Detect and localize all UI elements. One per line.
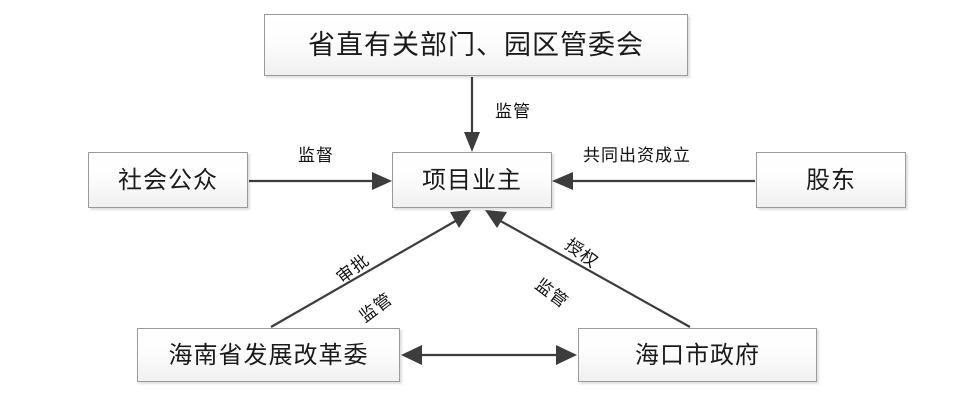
edge-label-top-to-owner: 监管 (495, 102, 531, 122)
edge-label-share-to-owner: 共同出资成立 (583, 146, 691, 166)
node-shareholders[interactable]: 股东 (756, 152, 906, 208)
edge-ndrc-gov (401, 345, 577, 365)
edge-ndrc-to-owner (270, 210, 471, 328)
node-public[interactable]: 社会公众 (88, 152, 248, 208)
node-haikou-government[interactable]: 海口市政府 (578, 328, 817, 382)
node-label: 项目业主 (422, 166, 522, 194)
node-label: 省直有关部门、园区管委会 (308, 29, 644, 61)
node-hainan-drc[interactable]: 海南省发展改革委 (137, 328, 400, 382)
node-label: 海口市政府 (635, 341, 760, 369)
node-label: 股东 (806, 166, 856, 194)
node-provincial-departments[interactable]: 省直有关部门、园区管委会 (264, 14, 688, 76)
edge-top-to-owner (464, 77, 480, 152)
edge-public-to-owner (249, 172, 392, 190)
edge-label-public-to-owner: 监督 (298, 146, 334, 166)
node-label: 海南省发展改革委 (168, 341, 369, 369)
node-project-owner[interactable]: 项目业主 (392, 152, 552, 208)
edge-gov-to-owner (485, 210, 691, 328)
node-label: 社会公众 (118, 166, 218, 194)
edge-share-to-owner (552, 172, 755, 190)
